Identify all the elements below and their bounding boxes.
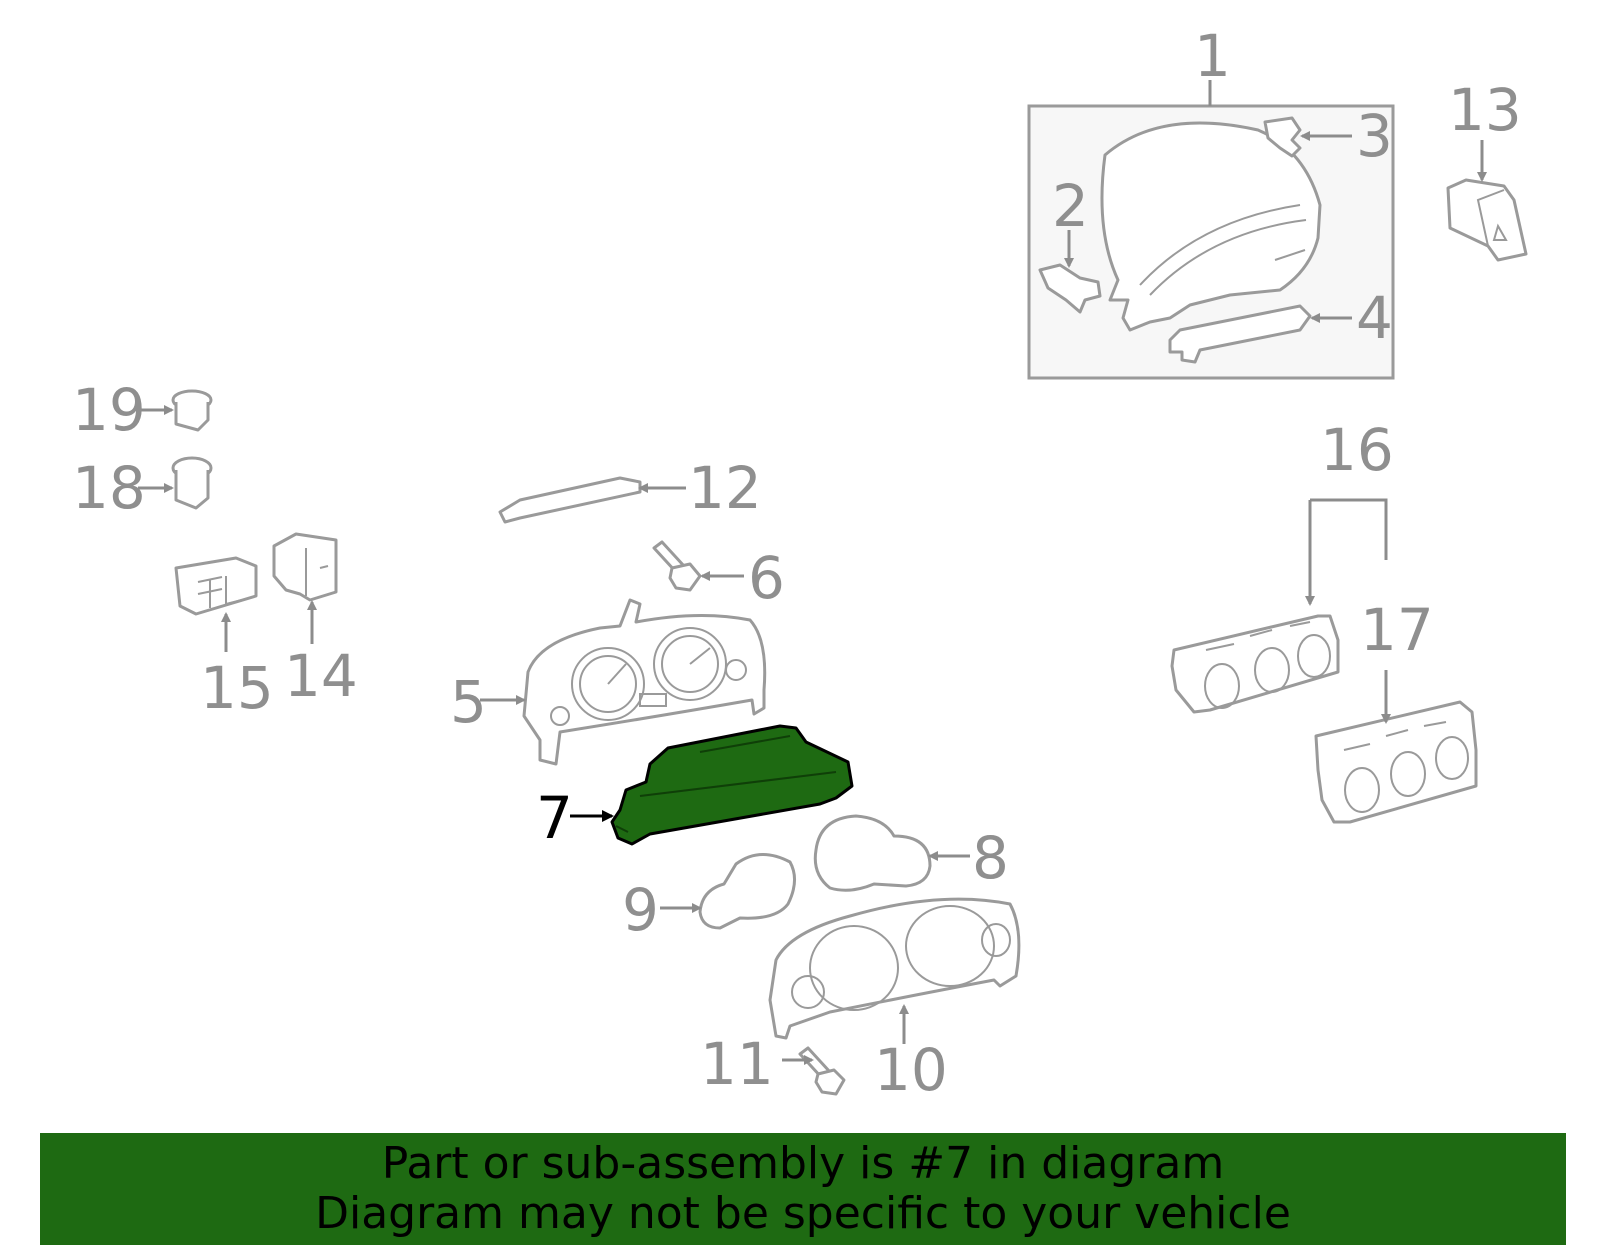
part-5-cluster-case [480,598,767,766]
part-2-clip [1038,230,1102,314]
callout-6: 6 [748,544,785,612]
callout-8: 8 [972,824,1009,892]
callout-13: 13 [1448,76,1522,144]
callout-2: 2 [1052,172,1089,240]
part-13-switch [1446,140,1528,262]
part-14-switch [272,532,338,644]
part-8-lens [813,814,970,892]
callout-16: 16 [1320,416,1394,484]
part-12-strip [498,476,686,524]
callout-5: 5 [450,668,487,736]
callout-19: 19 [72,376,146,444]
callout-3: 3 [1356,102,1393,170]
callout-14: 14 [284,642,358,710]
part-4-bracket [1168,304,1352,364]
part-9-lens [660,853,796,930]
callout-7: 7 [536,784,573,852]
callout-18: 18 [72,454,146,522]
part-7-highlighted [570,724,854,846]
banner-line-2: Diagram may not be specific to your vehi… [315,1188,1291,1239]
part-19-plug [138,389,213,432]
part-1-cluster-hood [1100,121,1322,332]
callout-12: 12 [688,454,762,522]
callout-10: 10 [874,1036,948,1104]
part-10-gauge-face [768,897,1021,1044]
callout-1: 1 [1194,22,1231,90]
part-15-switch-block [174,556,258,652]
part-6-screw [652,540,744,592]
callout-11: 11 [700,1030,774,1098]
info-banner: Part or sub-assembly is #7 in diagram Di… [40,1133,1566,1245]
callout-4: 4 [1356,284,1393,352]
banner-line-1: Part or sub-assembly is #7 in diagram [381,1138,1225,1189]
callout-17: 17 [1360,596,1434,664]
part-11-screw [782,1046,846,1096]
part-16-control [1170,498,1388,714]
part-18-plug [138,456,213,510]
part-3-bracket [1263,116,1352,158]
callout-9: 9 [622,876,659,944]
callout-15: 15 [200,654,274,722]
part-17-control [1314,670,1478,824]
